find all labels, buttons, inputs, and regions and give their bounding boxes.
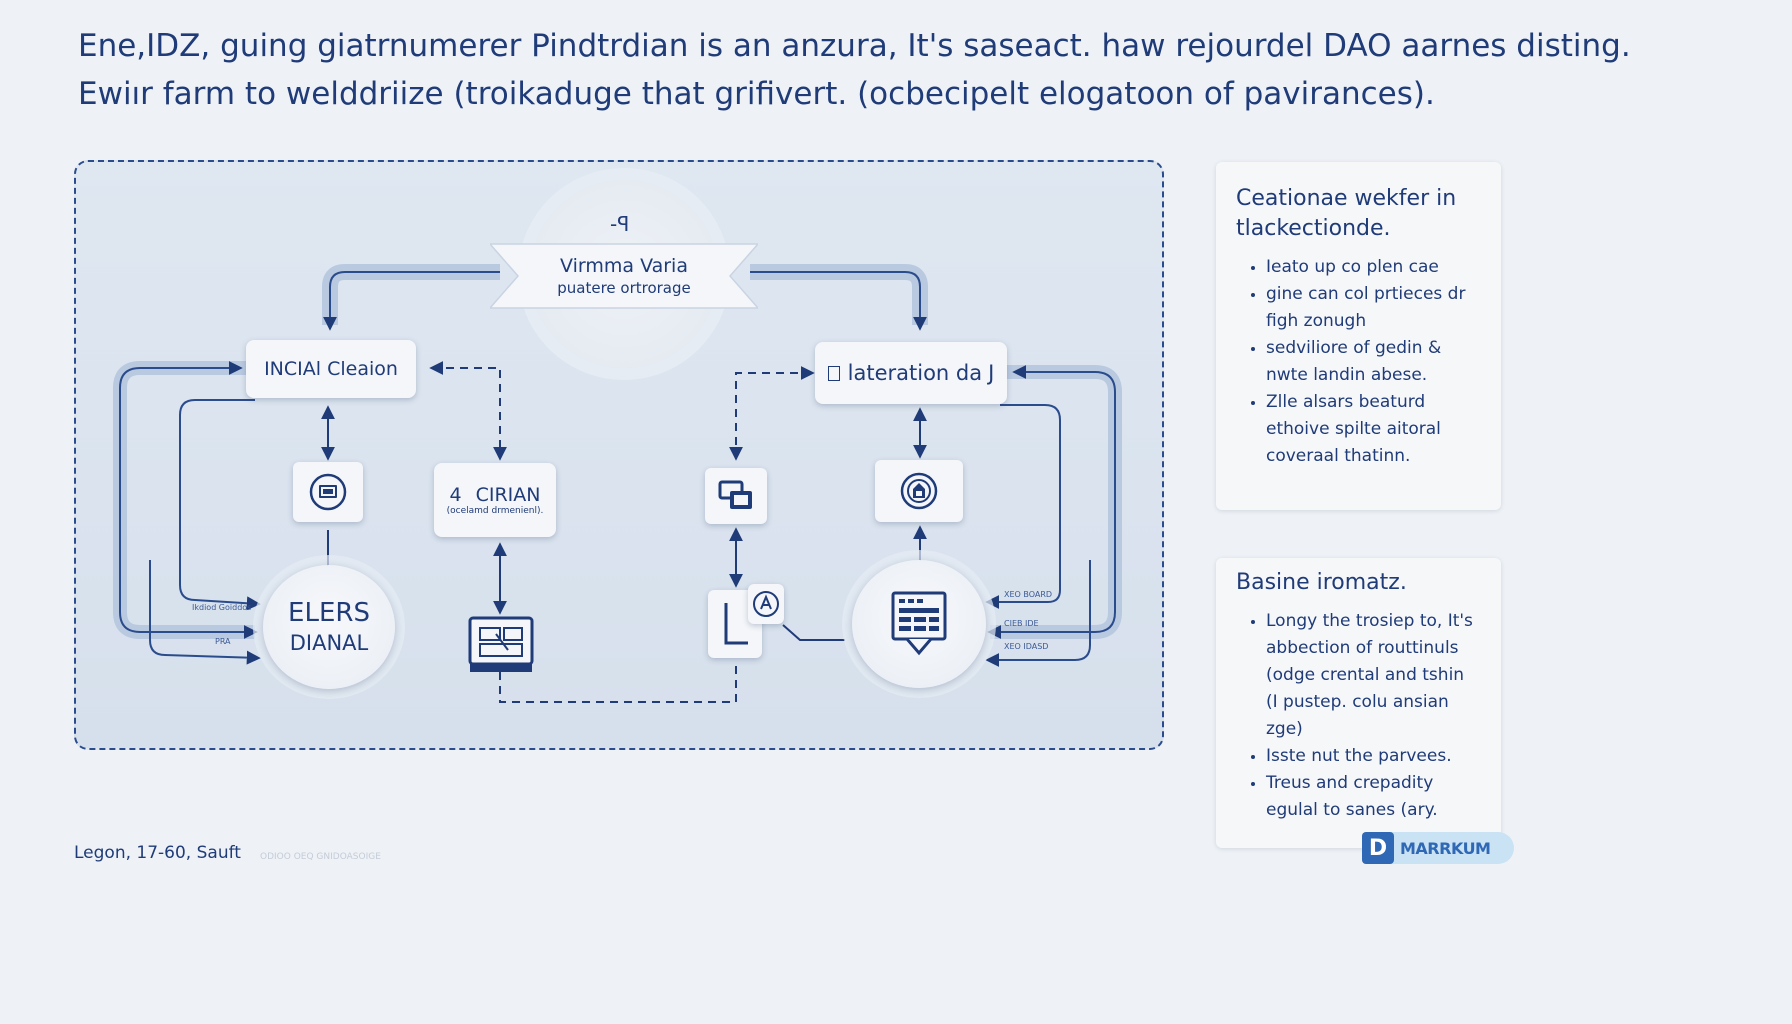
banner-title: Virmma Varia <box>560 255 688 277</box>
copy-icon <box>718 480 752 509</box>
panel-top-item: Ieato up co plen cae <box>1266 254 1481 281</box>
circle-left: ELERS DIANAL <box>263 565 395 689</box>
panel-top-list: Ieato up co plen cae gine can col prtiec… <box>1236 254 1481 470</box>
node-right: lateration da J <box>815 342 1007 404</box>
circle-left-line2: DIANAL <box>289 631 369 655</box>
robot-icon-box <box>748 584 784 624</box>
monitor-icon-box <box>293 462 363 522</box>
node-mid-sub: (ocelamd drmenienl). <box>446 506 544 516</box>
banner-subtitle: puatere ortrorage <box>557 279 691 297</box>
panel-bottom-item: Isste nut the parvees. <box>1266 743 1481 770</box>
footer-faded-text: ODIOO OEQ GNIDOASOIGE <box>260 852 381 862</box>
panel-bottom-title: Basine iromatz. <box>1236 570 1407 595</box>
diagram-connectors <box>113 264 1122 703</box>
node-mid: 4 CIRIAN (ocelamd drmenienl). <box>434 463 556 537</box>
gear-icon <box>900 472 938 510</box>
circle-right <box>852 560 986 688</box>
panel-bottom-list: Longy the trosiep to, It's abbection of … <box>1236 608 1481 824</box>
node-right-mark: J <box>988 361 995 385</box>
right-small-label-3: XEO IDASD <box>1004 642 1049 651</box>
panel-top-item: Zlle alsars beaturd ethoive spilte aitor… <box>1266 389 1481 470</box>
panel-bottom-item: Longy the trosiep to, It's abbection of … <box>1266 608 1481 743</box>
left-small-label-1: Ikdiod Goiddos <box>192 603 252 612</box>
banner-shape <box>490 243 758 309</box>
robot-icon <box>753 591 779 617</box>
heading-line-2: Ewiır farm to welddriize (troikaduge tha… <box>78 76 1435 112</box>
panel-bottom: Basine iromatz. Longy the trosiep to, It… <box>1216 558 1501 848</box>
brand-logo-mark: D <box>1362 832 1394 864</box>
heading-line-1: Ene,IDZ, guing giatrnumerer Pindtrdian i… <box>78 28 1631 64</box>
footer-text: Legon, 17-60, Sauft <box>74 843 241 863</box>
top-mark: -ꟼ <box>610 212 630 236</box>
right-small-label-2: CIEB IDE <box>1004 619 1039 628</box>
panel-bottom-item: Treus and crepadity egulal to sanes (ary… <box>1266 770 1481 824</box>
node-left: INCIAl Cleaion <box>246 340 416 398</box>
panel-top-item: sedviliore of gedin & nwte landin abese. <box>1266 335 1481 389</box>
panel-top-title: Ceationae wekfer in tlackectionde. <box>1236 186 1457 241</box>
node-left-label: INCIAl Cleaion <box>264 358 398 380</box>
gear-icon-box <box>875 460 963 522</box>
report-icon <box>891 591 947 656</box>
brand-logo-text: MARRKUM <box>1400 838 1491 858</box>
node-mid-title: CIRIAN <box>475 484 541 506</box>
monitor-icon <box>309 473 347 511</box>
banner-node: Virmma Varia puatere ortrorage <box>490 240 758 312</box>
right-small-label-1: XEO BOARD <box>1004 590 1053 599</box>
node-right-checkbox-icon <box>827 365 840 381</box>
l-shape-icon <box>724 603 748 645</box>
terminal-icon <box>468 616 534 672</box>
left-small-label-2: PRA <box>215 637 231 646</box>
copy-icon-box <box>705 468 767 524</box>
page-heading: Ene,IDZ, guing giatrnumerer Pindtrdian i… <box>78 22 1631 118</box>
node-right-label: lateration da <box>847 361 983 385</box>
node-mid-number: 4 <box>449 484 462 506</box>
panel-top-item: gine can col prtieces dr figh zonugh <box>1266 281 1481 335</box>
panel-top: Ceationae wekfer in tlackectionde. Ieato… <box>1216 162 1501 510</box>
circle-left-line1: ELERS <box>288 598 370 628</box>
brand-logo: D MARRKUM <box>1362 832 1514 864</box>
